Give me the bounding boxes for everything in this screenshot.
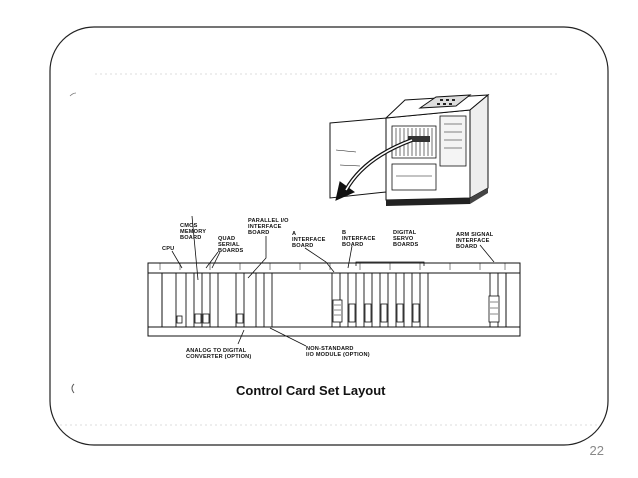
label-parallel-io-interface-board: PARALLEL I/O INTERFACE BOARD [248, 218, 291, 236]
scan-mark-left-top [69, 92, 77, 97]
page-number: 22 [590, 443, 604, 458]
diagram-caption: Control Card Set Layout [236, 383, 386, 398]
label-a-interface-board: A INTERFACE BOARD [292, 231, 327, 249]
label-b-interface-board: B INTERFACE BOARD [342, 230, 377, 248]
label-arm-signal-interface-board: ARM SIGNAL INTERFACE BOARD [456, 232, 495, 250]
label-non-standard-io-module: NON-STANDARD I/O MODULE (OPTION) [306, 346, 370, 358]
scan-mark-left-bottom [71, 383, 75, 394]
card-cage [147, 261, 521, 337]
label-digital-servo-boards: DIGITAL SERVO BOARDS [393, 230, 419, 248]
label-quad-serial-boards: QUAD SERIAL BOARDS [218, 236, 244, 254]
controller-cabinet-illustration [329, 93, 490, 206]
leader-lines [171, 215, 495, 347]
board-labels: CMOS MEMORY BOARD CPU PARALLEL I/O INTER… [162, 218, 495, 360]
label-cmos-memory-board: CMOS MEMORY BOARD [180, 223, 208, 241]
label-cpu: CPU [162, 246, 174, 252]
label-analog-to-digital-converter: ANALOG TO DIGITAL CONVERTER (OPTION) [186, 348, 251, 360]
